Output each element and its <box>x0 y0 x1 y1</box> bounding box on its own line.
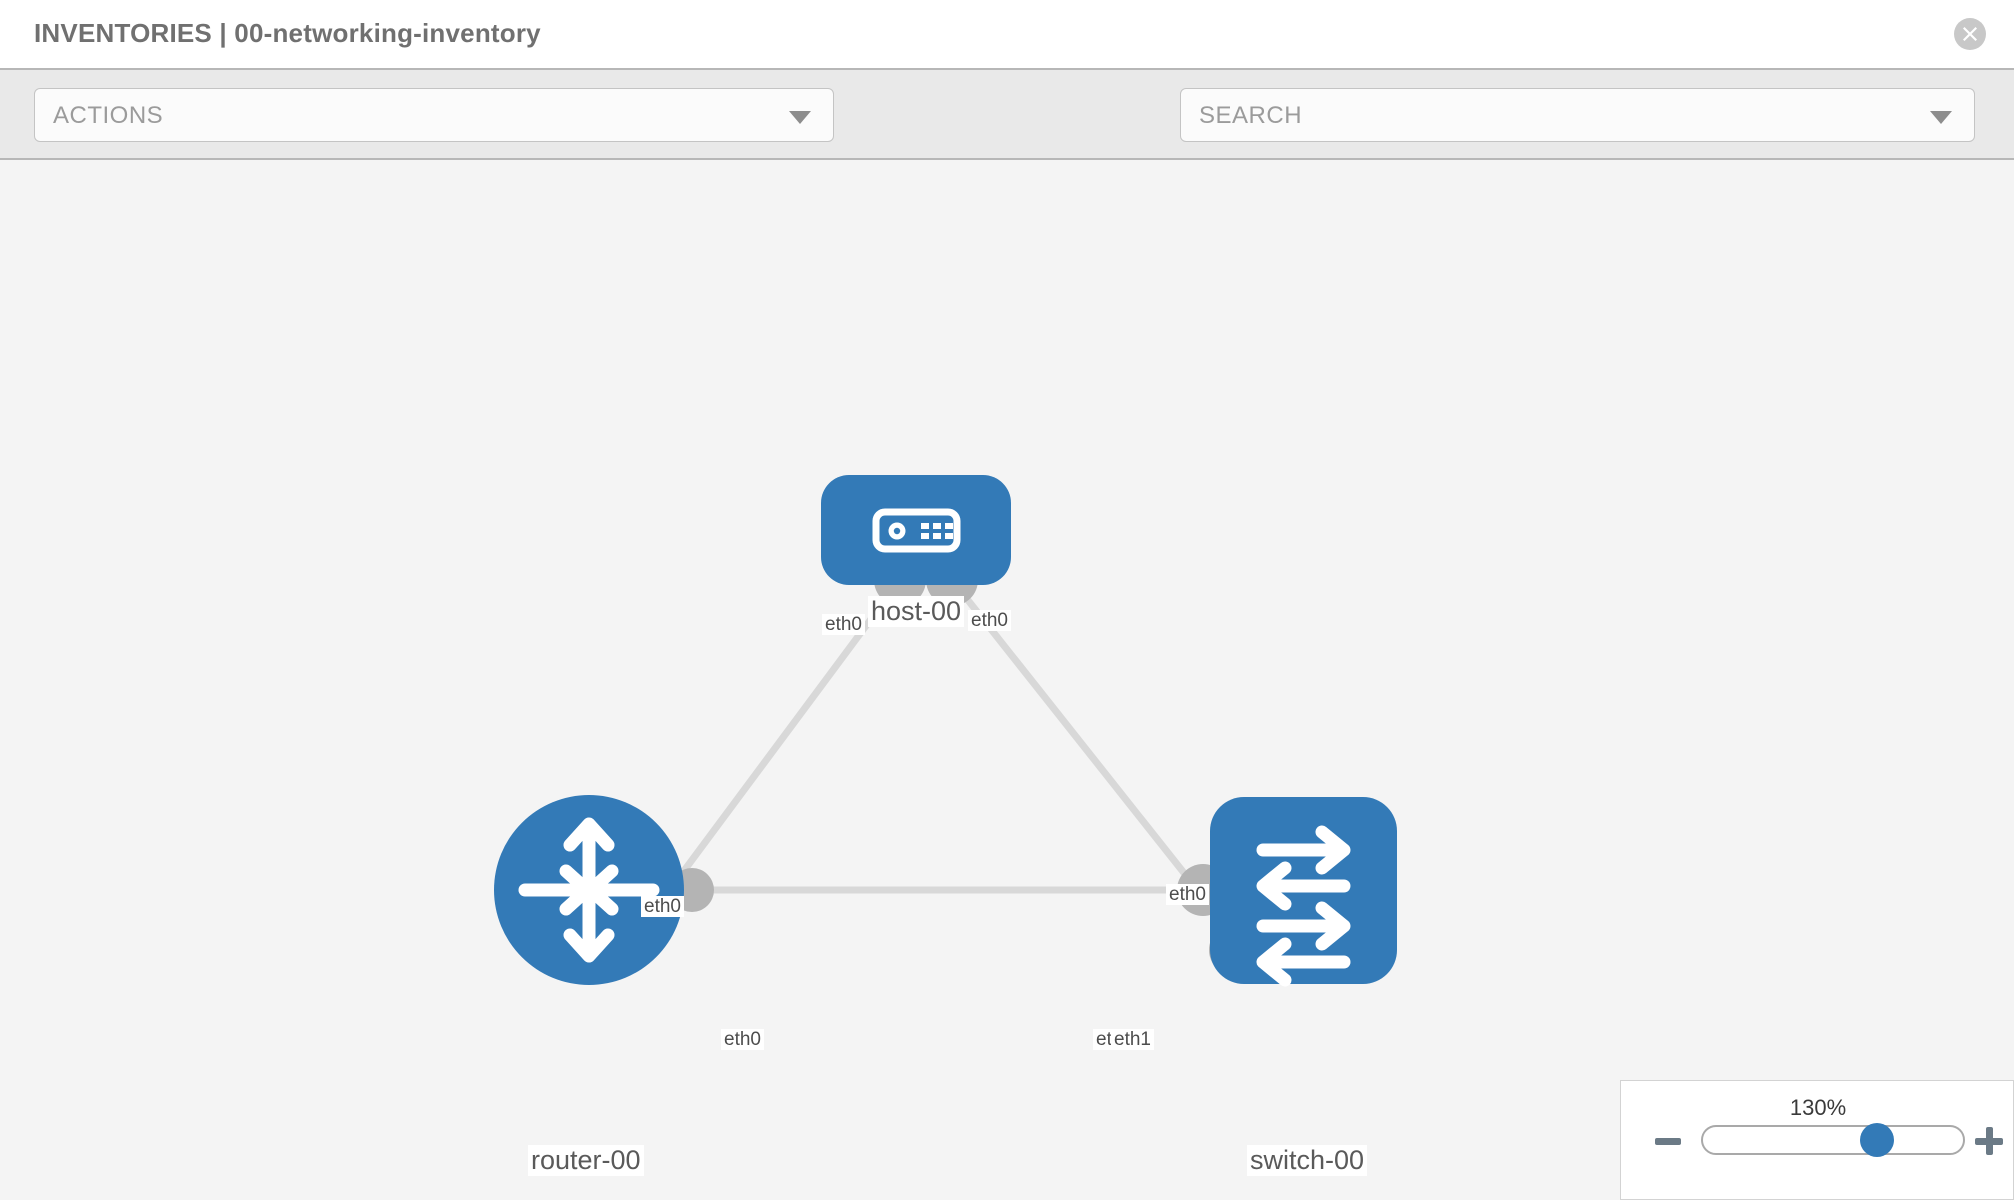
page-title: INVENTORIES | 00-networking-inventory <box>34 18 541 48</box>
iface-label-host-right: eth0 <box>968 610 1011 631</box>
node-switch-00[interactable] <box>1210 797 1397 987</box>
iface-label-switch-up: eth0 <box>1166 884 1209 905</box>
node-label-host-00: host-00 <box>868 596 965 627</box>
topology-graph <box>494 475 1397 987</box>
link-layer <box>637 577 1248 953</box>
page-header: INVENTORIES | 00-networking-inventory <box>0 0 2014 68</box>
zoom-out-button[interactable] <box>1655 1138 1681 1145</box>
close-icon <box>1963 27 1977 41</box>
zoom-in-button[interactable] <box>1975 1127 2003 1155</box>
zoom-control-panel: 130% <box>1620 1080 2014 1200</box>
zoom-percent-label: 130% <box>1789 1095 1847 1120</box>
iface-label-router-right: eth0 <box>721 1029 764 1050</box>
server-icon <box>872 508 961 553</box>
search-placeholder: SEARCH <box>1199 102 1303 129</box>
switch-icon <box>1256 825 1351 987</box>
router-icon <box>518 817 660 963</box>
node-host-00[interactable] <box>821 475 1011 585</box>
search-input[interactable]: SEARCH <box>1180 88 1975 142</box>
node-label-router-00: router-00 <box>528 1145 644 1176</box>
actions-dropdown-value: ACTIONS <box>53 102 164 129</box>
actions-dropdown[interactable]: ACTIONS <box>34 88 834 142</box>
close-button[interactable] <box>1954 18 1986 50</box>
iface-label-router-up: eth0 <box>641 896 684 917</box>
node-router-00[interactable] <box>494 795 684 985</box>
topology-canvas[interactable]: host-00 router-00 switch-00 eth0 eth0 et… <box>0 160 2014 1200</box>
iface-label-switch-left-eth1: eth1 <box>1111 1029 1154 1050</box>
zoom-slider-track[interactable] <box>1701 1125 1965 1155</box>
zoom-slider-thumb[interactable] <box>1860 1123 1894 1157</box>
chevron-down-icon <box>1930 111 1952 124</box>
chevron-down-icon <box>789 111 811 124</box>
iface-label-host-left: eth0 <box>822 614 865 635</box>
node-label-switch-00: switch-00 <box>1247 1145 1368 1176</box>
toolbar: ACTIONS SEARCH <box>0 68 2014 202</box>
